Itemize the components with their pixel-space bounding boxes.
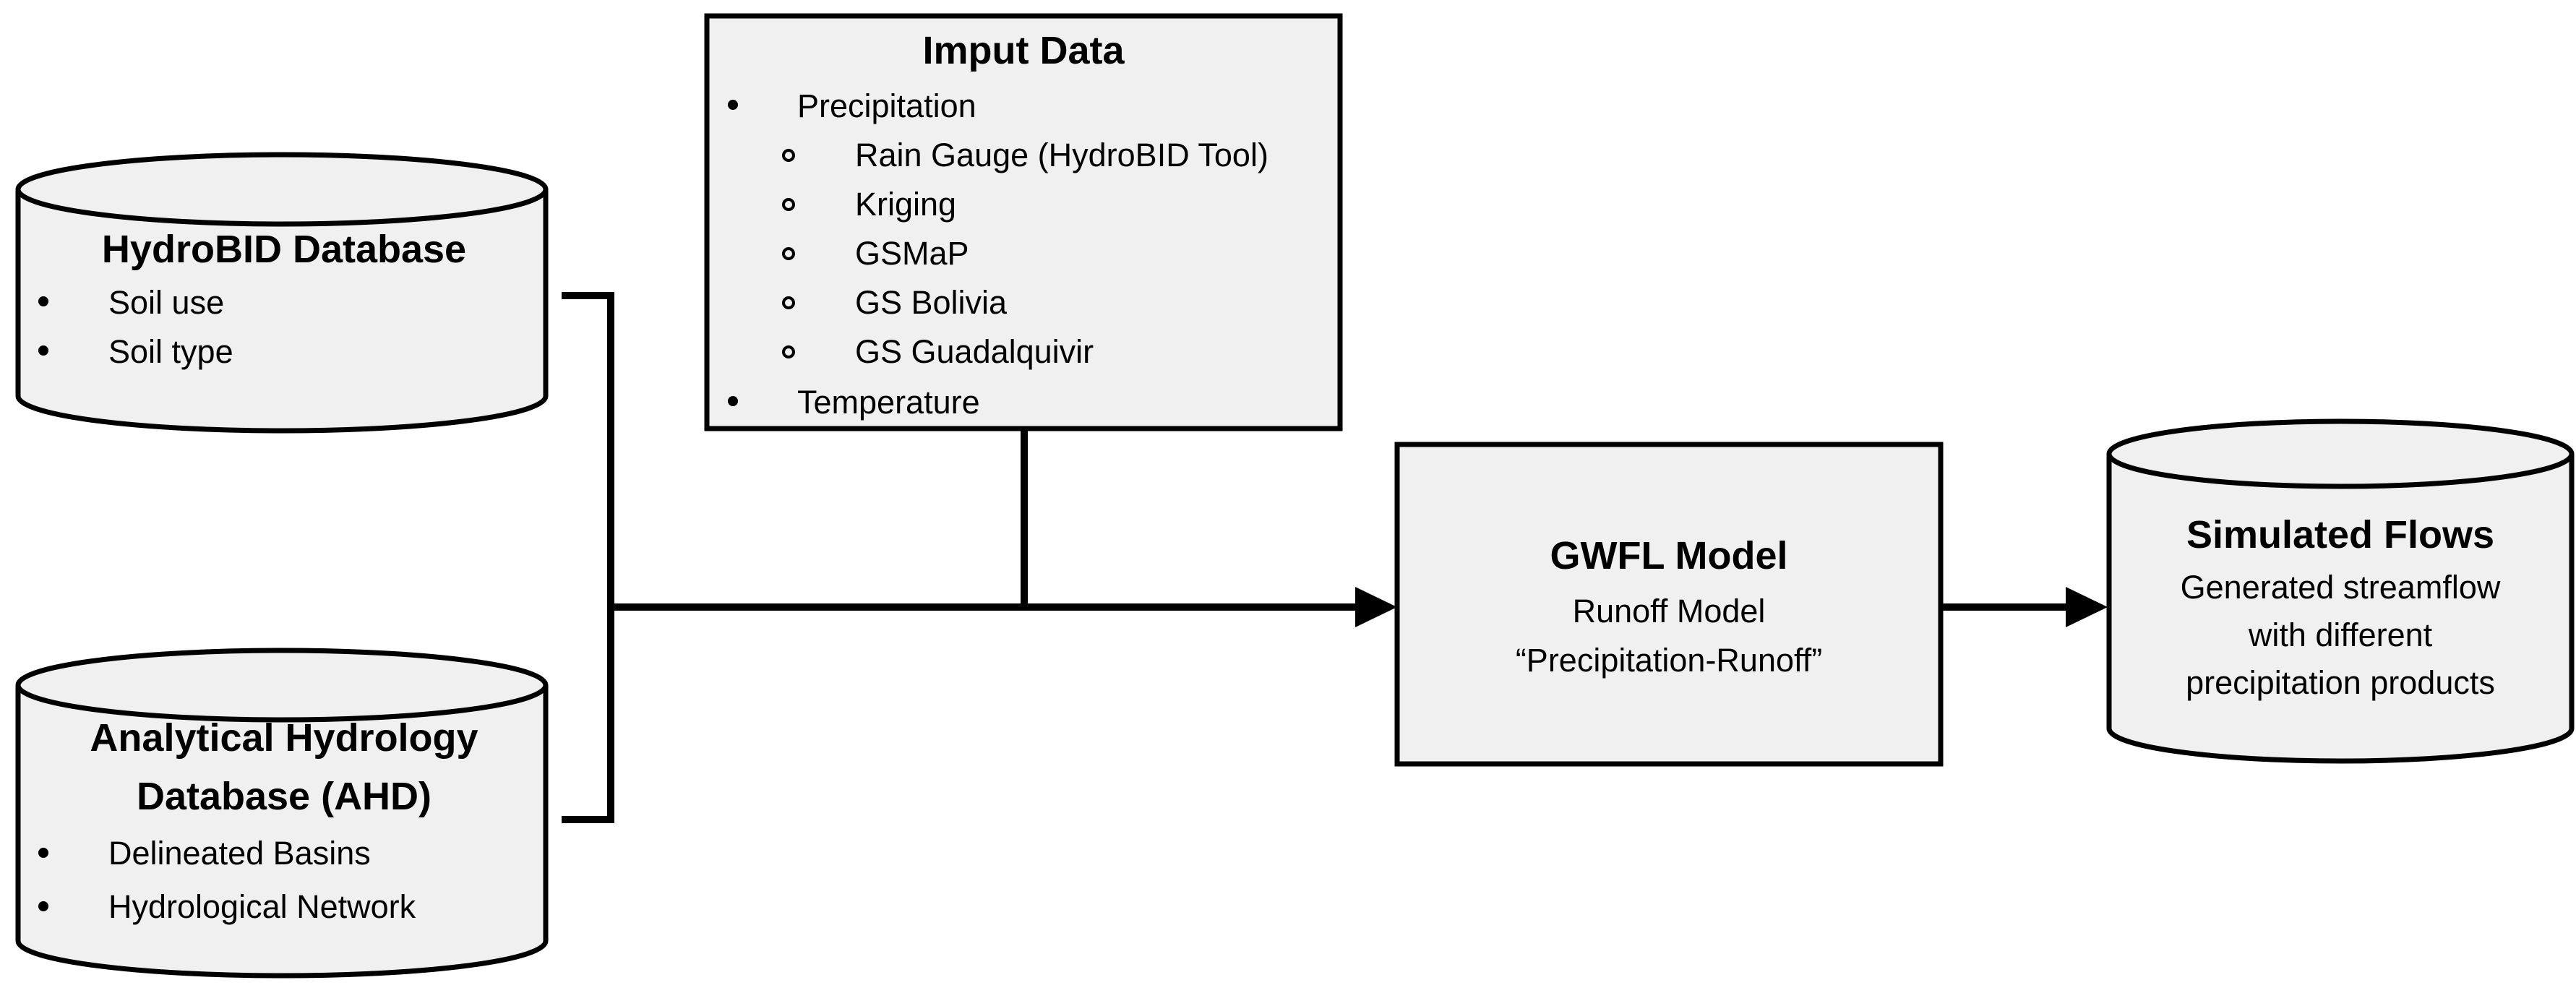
ahd-item-delineated-basins: Delineated Basins — [108, 835, 371, 872]
input-data-box — [704, 13, 1343, 431]
ahd-title-line2: Database (AHD) — [136, 775, 432, 818]
gwfl-line1: Runoff Model — [1572, 593, 1766, 629]
hydrobid-connector — [562, 292, 614, 823]
ahd-item-hydrological-network: Hydrological Network — [108, 888, 416, 925]
circle-bullet-icon — [782, 345, 795, 358]
input-subitem-gsmap: GSMaP — [855, 235, 969, 272]
hydrobid-item-soil-use: Soil use — [108, 284, 225, 321]
bullet-icon — [38, 848, 48, 858]
hydrobid-title: HydroBID Database — [101, 228, 467, 271]
hydrobid-database-cylinder — [15, 152, 549, 434]
flows-line2: with different — [2248, 616, 2433, 653]
bullet-icon — [728, 100, 738, 110]
input-subitem-gs-bolivia: GS Bolivia — [855, 284, 1008, 321]
connector-lines — [562, 292, 2067, 823]
input-item-temperature: Temperature — [797, 384, 980, 421]
input-subitem-gs-guadalquivir: GS Guadalquivir — [855, 333, 1094, 370]
circle-bullet-icon — [782, 198, 795, 211]
bullet-icon — [38, 901, 48, 911]
flows-line3: precipitation products — [2186, 664, 2495, 701]
ahd-title-line1: Analytical Hydrology — [90, 716, 478, 760]
input-item-precipitation: Precipitation — [797, 87, 976, 124]
input-subitem-kriging: Kriging — [855, 186, 957, 223]
bullet-icon — [38, 296, 48, 306]
simulated-flows-cylinder — [2106, 418, 2575, 764]
bullet-icon — [728, 396, 738, 406]
gwfl-line2: “Precipitation-Runoff” — [1515, 642, 1823, 679]
ahd-database-cylinder — [15, 648, 549, 979]
circle-bullet-icon — [782, 247, 795, 260]
input-subitem-rain-gauge: Rain Gauge (HydroBID Tool) — [855, 137, 1268, 173]
flows-title: Simulated Flows — [2186, 513, 2495, 556]
circle-bullet-icon — [782, 296, 795, 309]
circle-bullet-icon — [782, 149, 795, 162]
input-data-title: Imput Data — [922, 29, 1125, 72]
arrow-to-flows-icon — [2066, 587, 2108, 627]
bullet-icon — [38, 345, 48, 356]
hydrobid-item-soil-type: Soil type — [108, 333, 233, 370]
gwfl-title: GWFL Model — [1550, 534, 1788, 577]
flows-line1: Generated streamflow — [2180, 569, 2501, 606]
arrow-to-gwfl-icon — [1355, 587, 1397, 627]
